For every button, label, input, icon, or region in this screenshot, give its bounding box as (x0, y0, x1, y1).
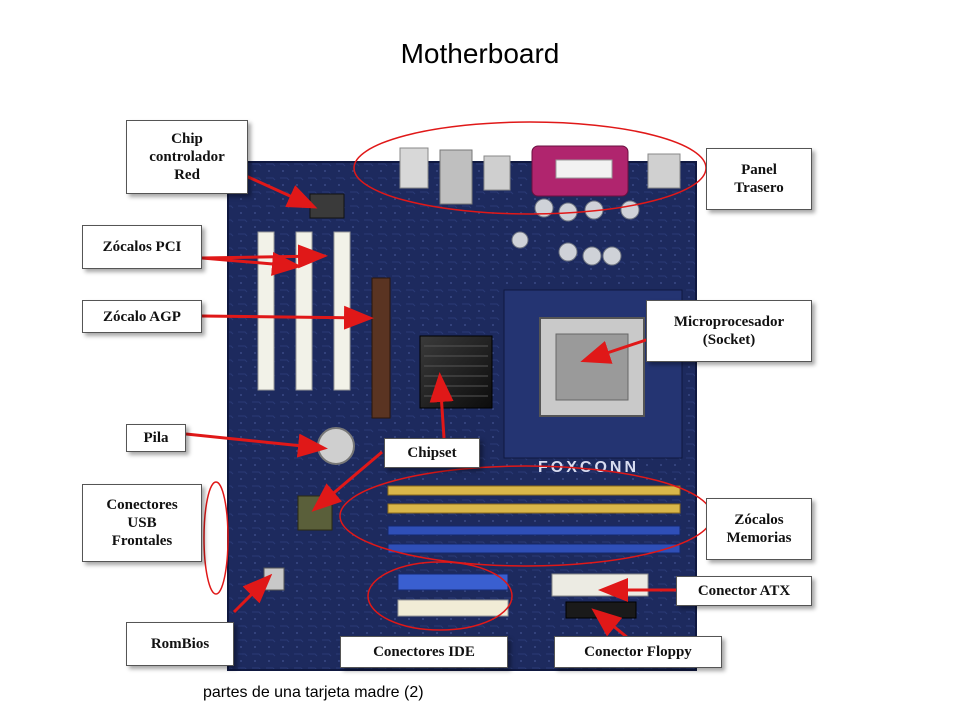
slide-caption: partes de una tarjeta madre (2) (203, 684, 424, 701)
label-usb-frontales: Conectores USB Frontales (82, 484, 202, 562)
label-pila: Pila (126, 424, 186, 452)
ram-slots (387, 485, 681, 554)
label-zocalos-memorias: Zócalos Memorias (706, 498, 812, 560)
southbridge-chip (297, 495, 333, 531)
label-panel-trasero: Panel Trasero (706, 148, 812, 210)
label-chipset: Chipset (384, 438, 480, 468)
label-zocalo-agp: Zócalo AGP (82, 300, 202, 333)
atx-connector (551, 573, 649, 597)
label-conector-atx: Conector ATX (676, 576, 812, 606)
label-zocalos-pci: Zócalos PCI (82, 225, 202, 269)
label-conector-floppy: Conector Floppy (554, 636, 722, 668)
network-chip (309, 193, 345, 219)
agp-slot (371, 277, 391, 419)
label-microprocesador: Microprocesador (Socket) (646, 300, 812, 362)
pointer-arrows (185, 174, 676, 640)
rear-panel-connectors (399, 145, 681, 205)
cmos-battery (317, 427, 355, 465)
label-rombios: RomBios (126, 622, 234, 666)
slide-title: Motherboard (400, 38, 560, 69)
label-chip-controlador-red: Chip controlador Red (126, 120, 248, 194)
label-conectores-ide: Conectores IDE (340, 636, 508, 668)
ide-connectors (397, 573, 509, 617)
chipset-heatsink (419, 335, 493, 409)
